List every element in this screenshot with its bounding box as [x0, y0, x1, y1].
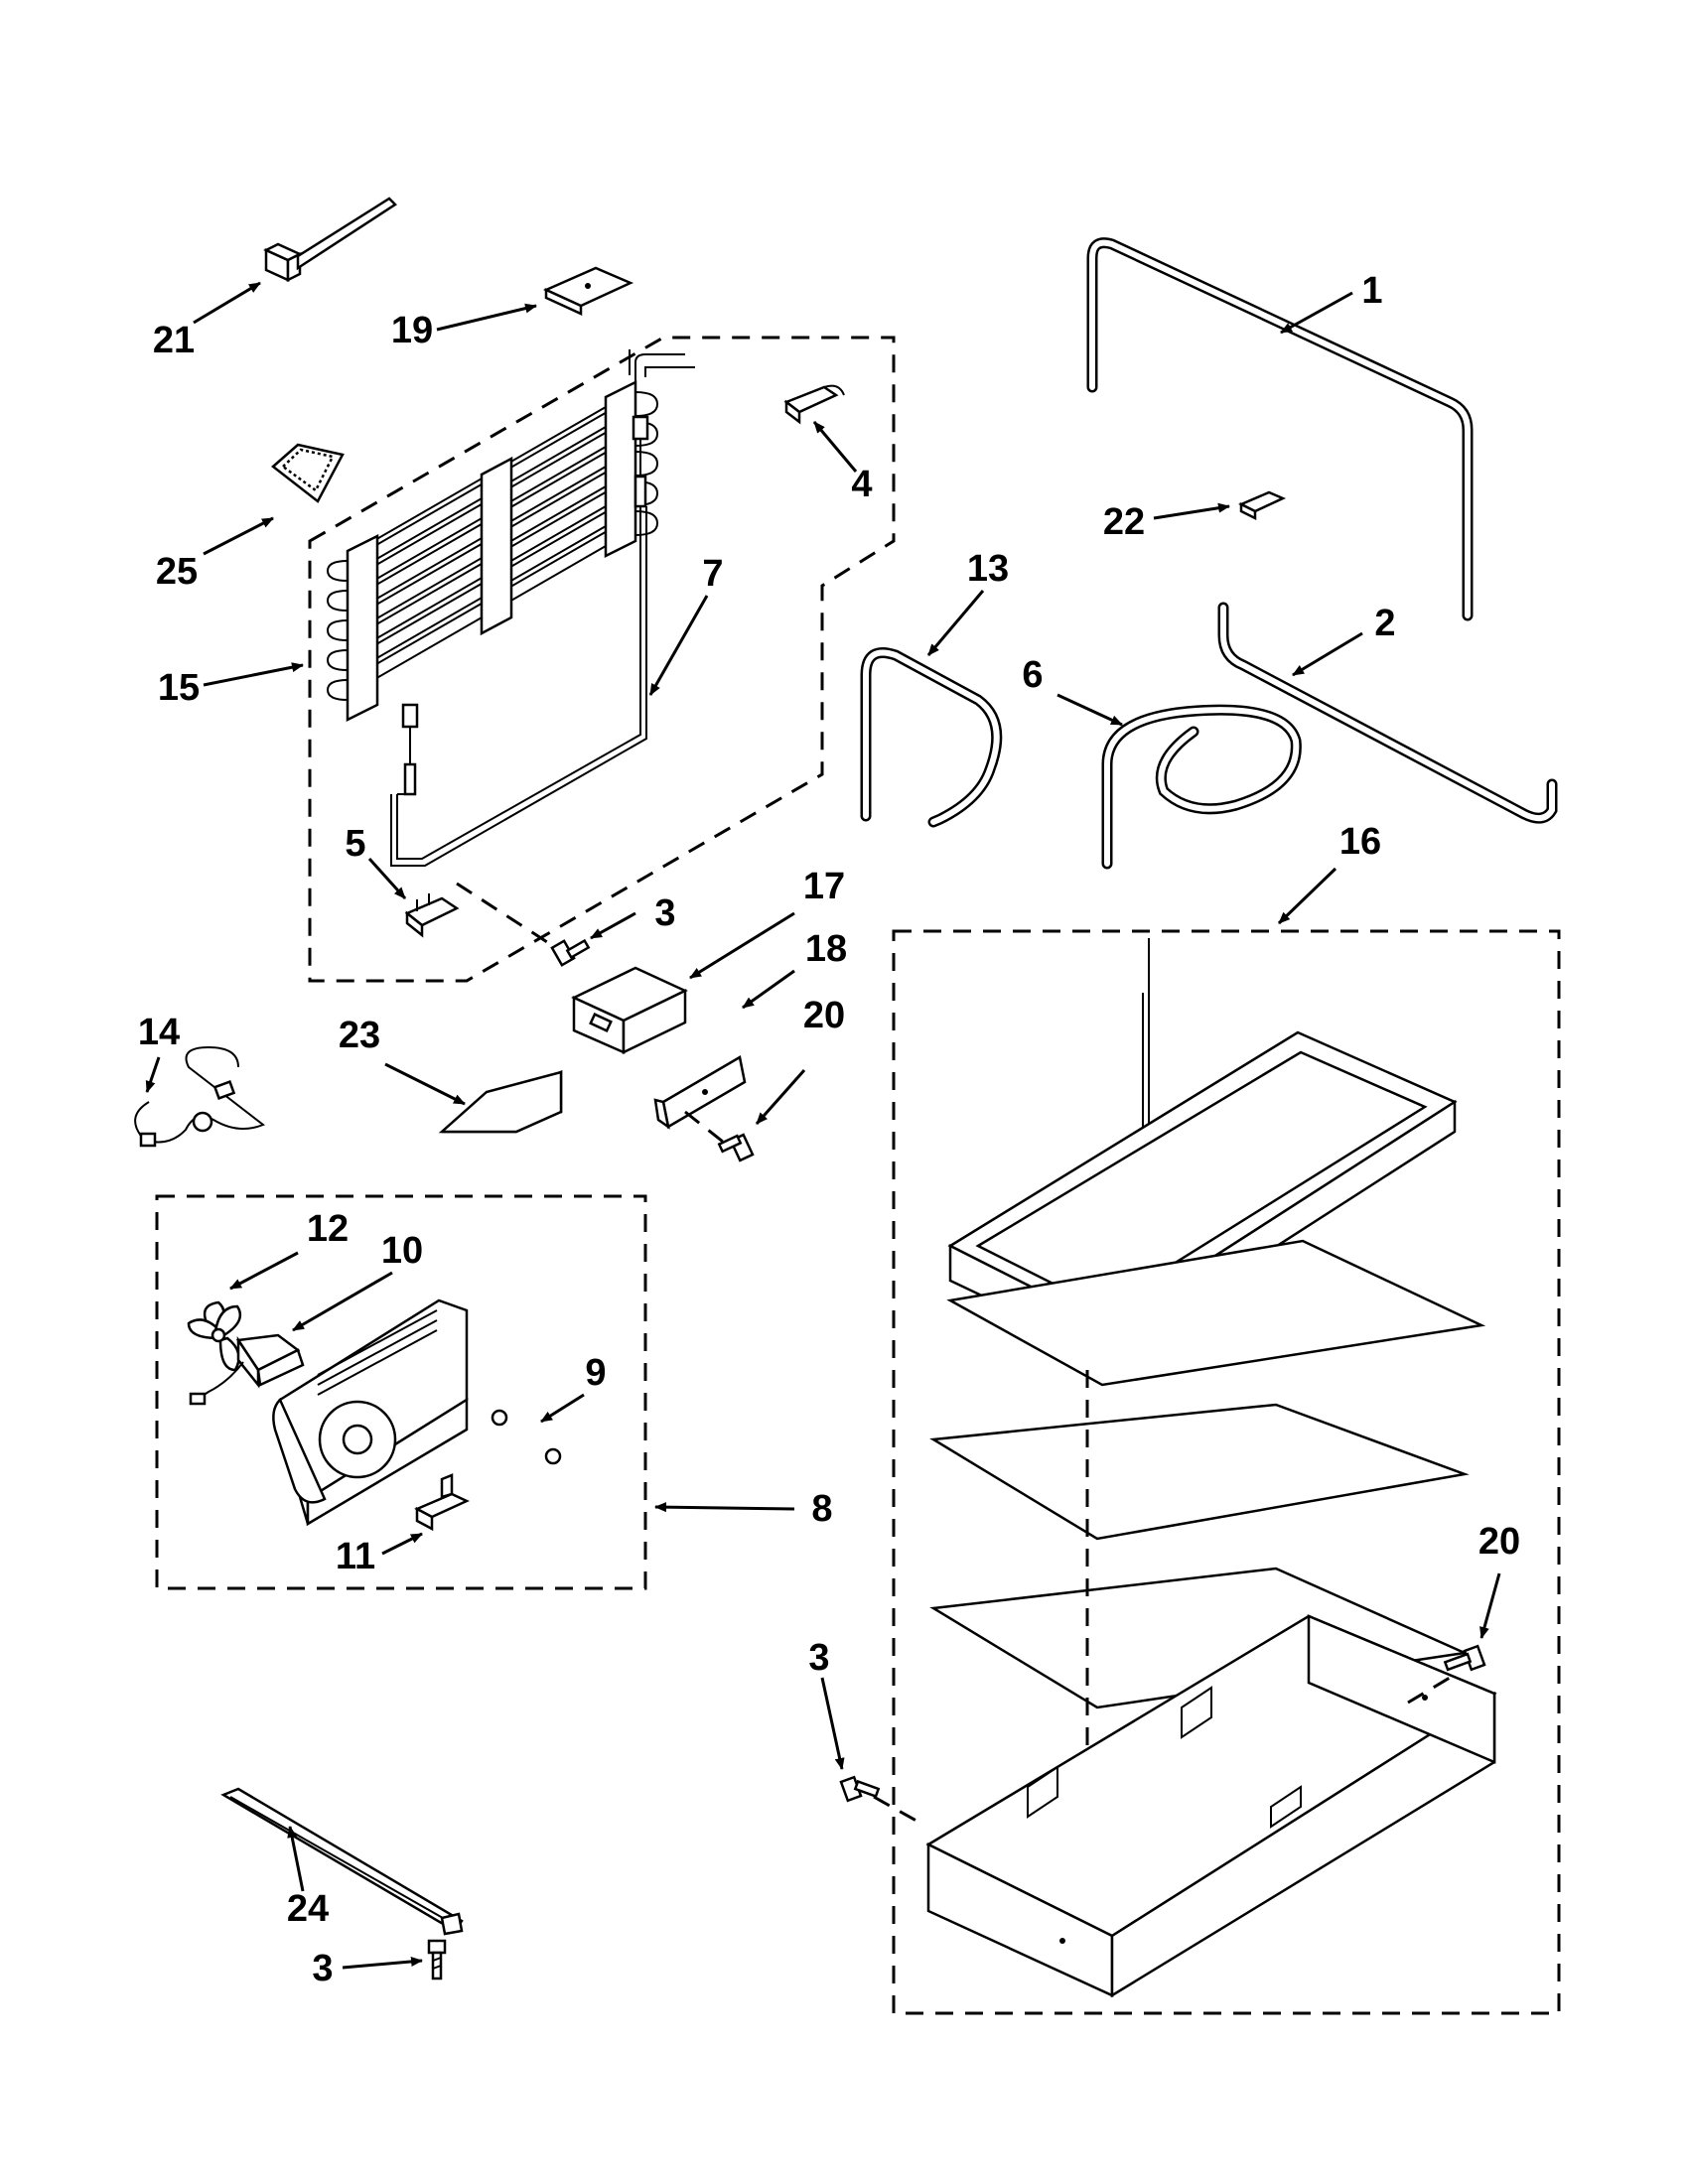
leader-3-upper — [590, 911, 636, 940]
leader-6 — [1056, 693, 1123, 727]
tube-1-part — [1086, 237, 1474, 621]
plate-18-part — [653, 1055, 747, 1130]
wire-harness-14-part — [134, 1045, 265, 1148]
insulation-sheet-middle — [929, 1403, 1470, 1541]
callout-9: 9 — [585, 1352, 606, 1394]
pad-part — [542, 266, 634, 316]
callout-6: 6 — [1022, 654, 1043, 696]
leader-21 — [193, 281, 261, 325]
callout-25: 25 — [156, 551, 198, 593]
rail-24-part — [220, 1787, 464, 1936]
leader-20-drain — [1479, 1572, 1501, 1639]
leader-9 — [540, 1393, 585, 1424]
drain-pan-group-boundary — [892, 929, 1561, 2015]
callout-8: 8 — [811, 1488, 832, 1530]
callout-11: 11 — [336, 1536, 375, 1577]
callout-3-upper: 3 — [654, 892, 675, 934]
leader-20-upper — [755, 1069, 806, 1125]
fan-blade-12-part — [187, 1300, 242, 1372]
callout-24: 24 — [287, 1888, 329, 1930]
callout-20-upper: 20 — [803, 995, 845, 1036]
leader-12 — [229, 1251, 299, 1291]
tube-2-part — [1217, 602, 1558, 824]
leader-4 — [812, 421, 858, 473]
shield-23-part — [438, 1069, 563, 1134]
leader-5 — [367, 857, 407, 900]
leader-11 — [381, 1532, 423, 1556]
evaporator-group-boundary — [308, 336, 896, 983]
leader-24 — [287, 1826, 305, 1892]
leader-22 — [1153, 502, 1230, 520]
clip-part — [404, 893, 460, 938]
callout-2: 2 — [1374, 603, 1395, 644]
callout-13: 13 — [967, 548, 1009, 590]
insulation-sheet-top — [946, 1239, 1486, 1387]
leader-8 — [654, 1502, 795, 1513]
leader-3-drain — [820, 1677, 845, 1770]
bracket-9-part — [491, 1409, 562, 1465]
callout-14: 14 — [138, 1012, 180, 1053]
fan-motor-10-part — [189, 1333, 305, 1406]
screw-part-20-upper — [684, 1110, 755, 1162]
screw-part-lower — [427, 1939, 447, 1980]
screw-part-upper — [456, 882, 591, 967]
heater-harness-part — [390, 415, 649, 867]
callout-3-drain: 3 — [808, 1637, 829, 1679]
leader-19 — [436, 303, 537, 332]
callout-7: 7 — [702, 553, 723, 595]
callout-4: 4 — [851, 464, 872, 505]
tube-6-part — [1101, 704, 1302, 870]
callout-20-drain: 20 — [1478, 1521, 1520, 1563]
leader-18 — [742, 969, 795, 1010]
foam-pad-part — [271, 443, 345, 503]
leader-3-lower — [342, 1956, 423, 1970]
callout-3-lower: 3 — [312, 1948, 333, 1989]
callout-21: 21 — [153, 320, 195, 361]
leader-23 — [384, 1062, 466, 1106]
leader-13 — [926, 590, 985, 656]
small-clip-part — [1238, 490, 1287, 521]
leader-25 — [203, 516, 274, 556]
cable-tie-part — [263, 197, 397, 283]
callout-1: 1 — [1361, 270, 1382, 312]
screw-part-20-drain — [1407, 1644, 1486, 1705]
bottom-pan-part — [925, 1614, 1497, 1998]
fan-housing-part — [272, 1298, 469, 1527]
bracket-17-part — [571, 966, 688, 1054]
leader-2 — [1292, 631, 1363, 677]
leader-14 — [145, 1056, 161, 1093]
callout-5: 5 — [345, 823, 365, 865]
leader-10 — [292, 1271, 393, 1332]
tube-clip-part — [783, 384, 845, 425]
fan-assembly-group-boundary — [155, 1194, 647, 1590]
leader-1 — [1280, 291, 1353, 335]
leader-15 — [203, 662, 304, 687]
callout-15: 15 — [158, 667, 200, 709]
callout-23: 23 — [339, 1015, 380, 1056]
callout-16: 16 — [1339, 821, 1381, 863]
callout-10: 10 — [381, 1230, 423, 1272]
callout-19: 19 — [391, 310, 433, 351]
callout-17: 17 — [803, 866, 845, 907]
leader-16 — [1277, 867, 1337, 925]
callout-22: 22 — [1103, 501, 1145, 543]
leader-17 — [689, 911, 795, 980]
leader-7 — [648, 595, 709, 696]
tube-13-part — [860, 647, 1003, 828]
screw-part-drain — [839, 1775, 924, 1827]
callout-18: 18 — [805, 928, 847, 970]
callout-12: 12 — [307, 1208, 349, 1250]
clip-11-part — [414, 1473, 470, 1532]
evaporator-coil-part — [326, 349, 695, 723]
